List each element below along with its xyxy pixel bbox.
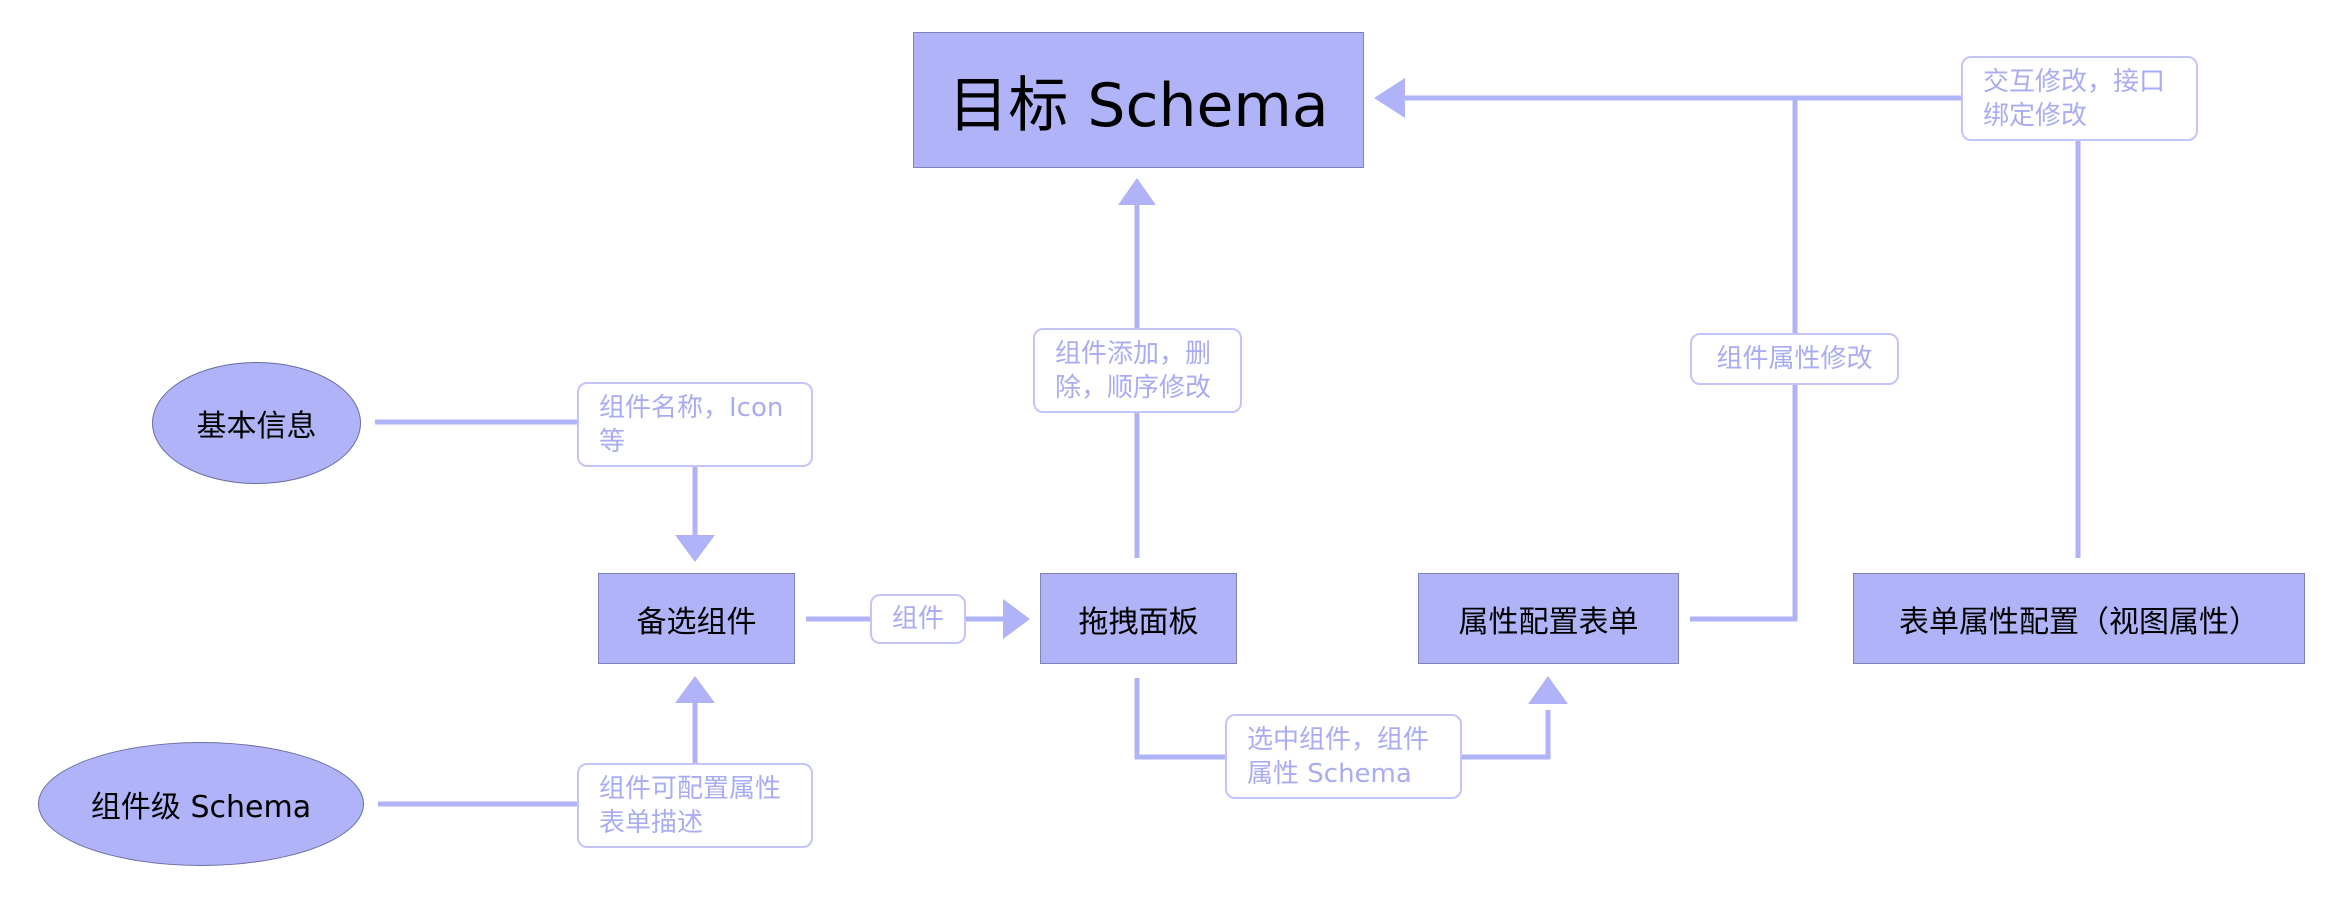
candidate-components-node: 备选组件 (598, 573, 795, 664)
edge-label-configurable-props: 组件可配置属性 表单描述 (577, 763, 813, 848)
edge-label-selected-schema: 选中组件，组件 属性 Schema (1225, 714, 1462, 799)
edge-label-add-delete-order: 组件添加，删 除，顺序修改 (1033, 328, 1242, 413)
edge-drag-to-form-left (1134, 678, 1225, 760)
drag-panel-label: 拖拽面板 (1078, 604, 1199, 640)
basic-info-label: 基本信息 (196, 409, 317, 444)
form-property-config-node: 表单属性配置（视图属性） (1853, 573, 2305, 664)
arrow-head-down-candidate (675, 535, 715, 562)
edge-drag-to-form-right (1462, 710, 1551, 760)
edge-label-prop-modify: 组件属性修改 (1690, 333, 1899, 385)
component-schema-label: 组件级 Schema (90, 790, 312, 825)
component-schema-node: 组件级 Schema (38, 742, 364, 866)
basic-info-node: 基本信息 (152, 362, 361, 484)
target-schema-label: 目标 Schema (948, 70, 1329, 141)
arrow-head-up-target (1118, 178, 1156, 205)
arrow-head-up-form (1528, 676, 1568, 704)
edge-form-to-target-lower (1690, 385, 1798, 622)
arrow-head-into-drag (1003, 599, 1030, 639)
edge-label-name-icon: 组件名称，Icon 等 (577, 382, 813, 467)
target-schema-node: 目标 Schema (913, 32, 1364, 168)
property-form-label: 属性配置表单 (1458, 604, 1639, 640)
property-form-node: 属性配置表单 (1418, 573, 1679, 664)
candidate-components-label: 备选组件 (636, 604, 757, 640)
arrow-head-up-candidate (675, 676, 715, 703)
arrow-head-into-target (1374, 78, 1405, 118)
edge-label-component: 组件 (870, 594, 966, 644)
form-property-config-label: 表单属性配置（视图属性） (1899, 604, 2259, 640)
edge-label-interaction-binding: 交互修改，接口 绑定修改 (1961, 56, 2198, 141)
drag-panel-node: 拖拽面板 (1040, 573, 1237, 664)
